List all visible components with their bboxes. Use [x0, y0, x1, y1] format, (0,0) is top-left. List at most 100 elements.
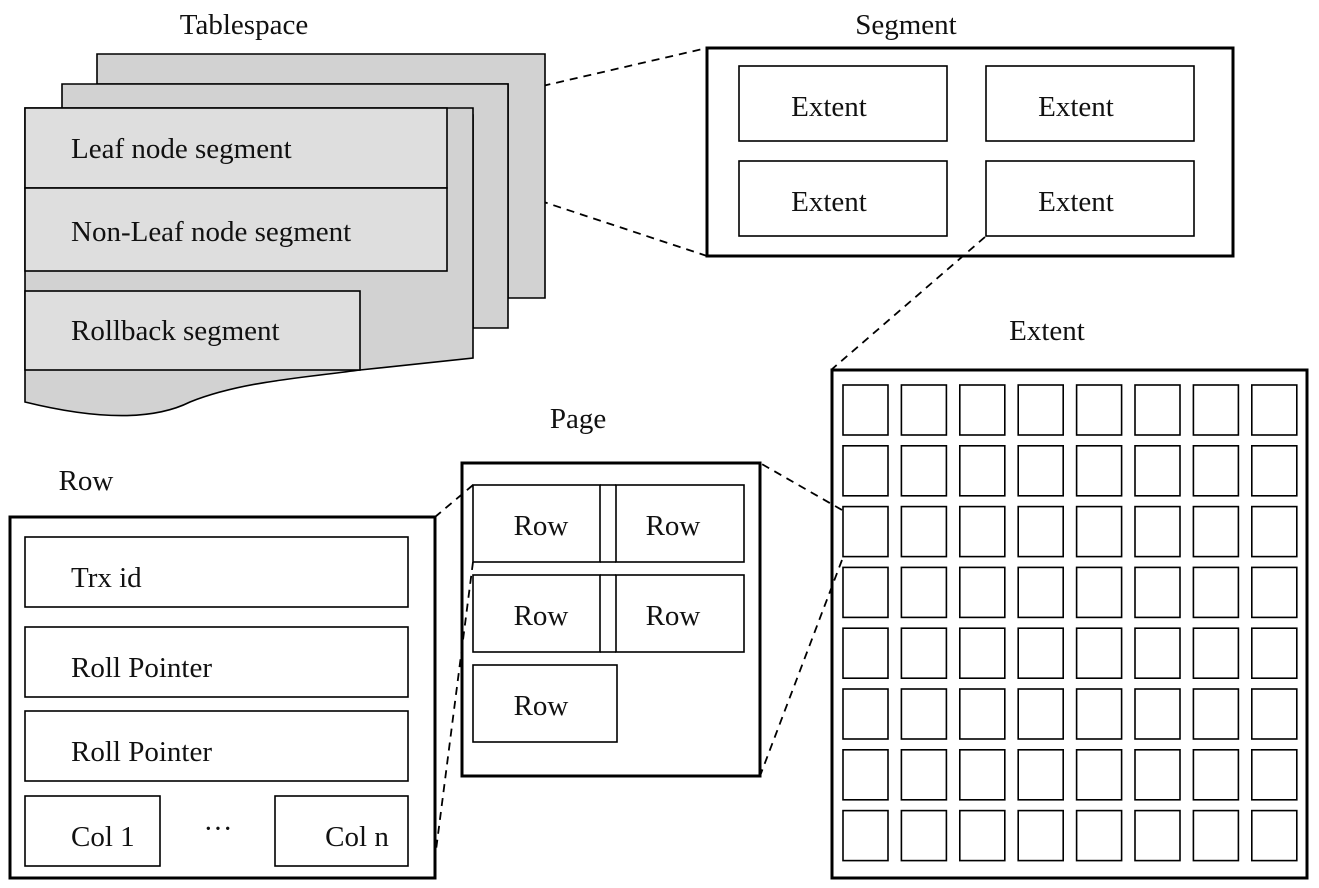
extent-page-cell	[900, 444, 948, 497]
extent-page-cell	[900, 566, 948, 619]
extent-page-cell	[1134, 444, 1181, 497]
segment-extent-label-2: Extent	[1038, 91, 1114, 123]
roll-pointer-field-box-1	[24, 626, 409, 698]
segment-frame	[705, 46, 1235, 258]
extent-page-cell	[1017, 566, 1065, 619]
page-row-box-1	[472, 484, 601, 563]
segment-extent-box-4	[985, 160, 1195, 237]
extent-page-grid	[842, 384, 1298, 862]
page-title: Page	[550, 403, 606, 435]
extent-page-cell	[1017, 505, 1065, 558]
extent-page-cell	[1075, 566, 1123, 619]
rollback-segment-box	[24, 290, 361, 371]
extent-page-cell	[1251, 566, 1298, 619]
segment-extent-label-3: Extent	[791, 186, 867, 218]
page-row-label-2: Row	[646, 510, 701, 542]
extent-page-cell	[1017, 627, 1065, 680]
page-row-box-2	[615, 484, 745, 563]
extent-page-cell	[842, 384, 889, 436]
extent-page-cell	[1075, 688, 1123, 740]
extent-page-cell	[1192, 748, 1240, 801]
extent-page-cell	[1134, 505, 1181, 558]
trx-id-label: Trx id	[71, 562, 142, 594]
extent-page-cell	[958, 809, 1006, 862]
extent-page-cell	[842, 688, 889, 740]
rollback-segment-label: Rollback segment	[71, 315, 280, 347]
roll-pointer-field-box-2	[24, 710, 409, 782]
extent-page-cell	[958, 748, 1006, 801]
connector-page-row-to-row-bottom	[434, 561, 474, 859]
extent-frame	[830, 368, 1309, 880]
connector-extent-to-page-top	[759, 462, 843, 511]
roll-pointer-label-1: Roll Pointer	[71, 652, 212, 684]
segment-extent-box-1	[738, 65, 948, 142]
page-row-label-1: Row	[514, 510, 569, 542]
extent-page-cell	[1192, 566, 1240, 619]
extent-page-cell	[1017, 384, 1065, 436]
extent-page-cell	[900, 627, 948, 680]
extent-page-cell	[842, 505, 889, 558]
roll-pointer-label-2: Roll Pointer	[71, 736, 212, 768]
segment-group: Segment Extent Extent Extent Extent	[705, 9, 1235, 258]
extent-page-cell	[958, 444, 1006, 497]
segment-extent-box-3	[738, 160, 948, 237]
extent-group: Extent	[830, 315, 1309, 880]
row-title: Row	[59, 465, 114, 497]
extent-page-cell	[1192, 384, 1240, 436]
extent-page-cell	[958, 566, 1006, 619]
page-group: Page Row Row Row Row Row	[460, 403, 762, 778]
extent-page-cell	[1075, 444, 1123, 497]
extent-page-cell	[1075, 748, 1123, 801]
extent-page-cell	[1134, 384, 1181, 436]
extent-page-cell	[900, 384, 948, 436]
segment-title: Segment	[855, 9, 957, 41]
extent-page-cell	[1134, 627, 1181, 680]
page-row-box-3	[472, 574, 601, 653]
extent-page-cell	[1251, 384, 1298, 436]
non-leaf-node-segment-label: Non-Leaf node segment	[71, 216, 351, 248]
non-leaf-node-segment-box	[24, 187, 448, 272]
extent-page-cell	[1134, 566, 1181, 619]
tablespace-group: Tablespace Leaf node segment Non-Leaf no…	[24, 9, 546, 417]
extent-page-cell	[900, 688, 948, 740]
connector-page-row-to-row-top	[434, 484, 474, 518]
connector-extent-to-page-bottom	[759, 559, 843, 777]
segment-extent-label-4: Extent	[1038, 186, 1114, 218]
extent-page-cell	[1251, 748, 1298, 801]
extent-page-cell	[958, 688, 1006, 740]
page-row-label-3: Row	[514, 600, 569, 632]
page-row-box-5	[472, 664, 618, 743]
extent-page-cell	[1192, 505, 1240, 558]
extent-page-cell	[1192, 444, 1240, 497]
extent-page-cell	[900, 505, 948, 558]
extent-page-cell	[1192, 809, 1240, 862]
segment-extent-box-2	[985, 65, 1195, 142]
col-n-box	[274, 795, 409, 867]
connector-segment-to-extent	[830, 236, 986, 371]
extent-page-cell	[1075, 505, 1123, 558]
extent-page-cell	[1192, 627, 1240, 680]
extent-page-cell	[1251, 505, 1298, 558]
page-row-box-4	[615, 574, 745, 653]
extent-page-cell	[958, 384, 1006, 436]
page-row-label-4: Row	[646, 600, 701, 632]
row-frame	[8, 515, 437, 880]
extent-page-cell	[1251, 809, 1298, 862]
extent-page-cell	[1075, 809, 1123, 862]
extent-page-cell	[842, 566, 889, 619]
extent-page-cell	[842, 809, 889, 862]
trx-id-field-box	[24, 536, 409, 608]
row-group: Row Trx id Roll Pointer Roll Pointer Col…	[8, 465, 437, 880]
extent-page-cell	[1017, 688, 1065, 740]
extent-page-cell	[1251, 444, 1298, 497]
extent-page-cell	[900, 748, 948, 801]
extent-page-cell	[958, 505, 1006, 558]
extent-title: Extent	[1009, 315, 1085, 347]
col-1-box	[24, 795, 161, 867]
extent-page-cell	[1134, 688, 1181, 740]
extent-page-cell	[1017, 444, 1065, 497]
extent-page-cell	[1251, 688, 1298, 740]
extent-page-cell	[1017, 809, 1065, 862]
leaf-node-segment-label: Leaf node segment	[71, 133, 292, 165]
